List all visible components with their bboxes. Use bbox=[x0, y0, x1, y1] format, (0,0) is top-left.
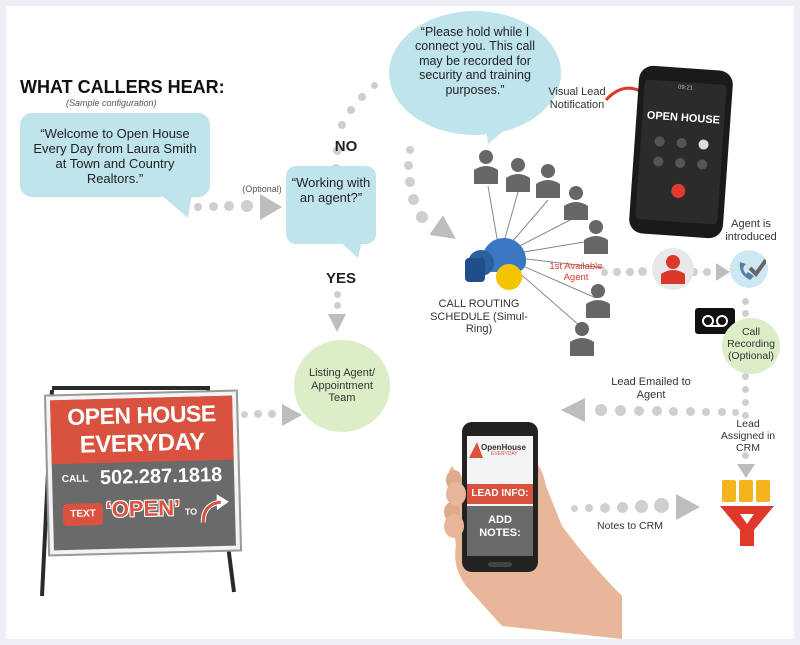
arrow-down-right-icon bbox=[430, 216, 456, 239]
person-icon bbox=[584, 220, 608, 254]
logo-main: OpenHouse bbox=[481, 443, 526, 452]
lead-info-bar: LEAD INFO: bbox=[467, 484, 533, 504]
listing-agent-label: Listing Agent/ Appointment Team bbox=[308, 367, 376, 405]
gear-icon bbox=[496, 264, 522, 290]
phone-time: 09:21 bbox=[677, 84, 694, 92]
notes-to-crm-label: Notes to CRM bbox=[597, 520, 663, 532]
hold-message-text: “Please hold while I connect you. This c… bbox=[415, 25, 535, 97]
sign-line2: EVERYDAY bbox=[79, 428, 206, 459]
available-agent-icon bbox=[652, 248, 694, 290]
thumb-graphic bbox=[444, 482, 466, 538]
first-available-label: 1st Available Agent bbox=[549, 261, 603, 283]
routing-label: CALL ROUTING SCHEDULE (Simul-Ring) bbox=[430, 298, 528, 336]
person-icon bbox=[536, 164, 560, 198]
welcome-speech-bubble: “Welcome to Open House Every Day from La… bbox=[20, 113, 210, 197]
turn-arrow-icon bbox=[200, 494, 229, 523]
arrow-right-listing-icon bbox=[282, 404, 302, 426]
yes-label: YES bbox=[325, 270, 356, 287]
sign-line1: OPEN HOUSE bbox=[66, 400, 216, 430]
arrow-down-icon bbox=[328, 314, 346, 332]
visual-lead-label: Visual Lead Notification bbox=[548, 86, 606, 111]
lead-assigned-label: Lead Assigned in CRM bbox=[720, 418, 776, 455]
welcome-bubble-tail bbox=[160, 194, 192, 218]
person-icon bbox=[506, 158, 530, 192]
welcome-text: “Welcome to Open House Every Day from La… bbox=[33, 126, 197, 186]
question-bubble-tail bbox=[338, 240, 362, 258]
no-label: NO bbox=[334, 138, 358, 155]
hold-bubble-tail bbox=[486, 124, 512, 144]
person-icon bbox=[570, 322, 594, 356]
sign-phone-number: 502.287.1818 bbox=[99, 463, 223, 490]
sign-keyword: ‘OPEN’ bbox=[105, 495, 181, 522]
lead-emailed-label: Lead Emailed to Agent bbox=[611, 376, 691, 401]
sign-panel: OPEN HOUSE EVERYDAY CALL 502.287.1818 TE… bbox=[45, 391, 241, 555]
arrow-left-icon bbox=[561, 398, 585, 422]
logo-sub: EVERYDAY bbox=[491, 451, 518, 457]
call-recording-circle: Call Recording (Optional) bbox=[722, 318, 780, 374]
arrow-right-large-icon bbox=[676, 494, 700, 520]
sign-text-word: TEXT bbox=[70, 508, 96, 520]
call-recording-label: Call Recording (Optional) bbox=[727, 326, 775, 363]
person-icon bbox=[474, 150, 498, 184]
add-notes-area[interactable]: ADD NOTES: bbox=[467, 506, 533, 556]
diagram-canvas: WHAT CALLERS HEAR: (Sample configuration… bbox=[6, 6, 794, 639]
diagram-subtitle: (Sample configuration) bbox=[66, 98, 157, 108]
add-notes-label: ADD NOTES: bbox=[479, 514, 521, 539]
agent-introduced-label: Agent is introduced bbox=[725, 218, 777, 243]
arrow-right-small-icon bbox=[716, 263, 730, 281]
sign-call-word: CALL bbox=[61, 473, 89, 486]
arrow-down-small-icon bbox=[737, 464, 755, 478]
person-icon bbox=[564, 186, 588, 220]
person-icon bbox=[586, 284, 610, 318]
end-call-icon bbox=[670, 183, 686, 199]
hold-message-bubble: “Please hold while I connect you. This c… bbox=[389, 11, 561, 135]
lead-info-label: LEAD INFO: bbox=[471, 488, 529, 499]
optional-label: (Optional) bbox=[242, 184, 282, 194]
phone-screen-title: OPEN HOUSE bbox=[646, 109, 721, 127]
openhouse-logo: OpenHouse EVERYDAY bbox=[469, 440, 531, 464]
text-bubble-icon: TEXT bbox=[62, 503, 104, 527]
mobile-phone: OpenHouse EVERYDAY LEAD INFO: ADD NOTES: bbox=[462, 422, 538, 572]
phone-check-icon bbox=[730, 250, 768, 288]
arrow-right-icon bbox=[260, 194, 282, 220]
agent-question-bubble: “Working with an agent?” bbox=[286, 166, 376, 244]
smartphone-notification: 09:21 OPEN HOUSE bbox=[628, 64, 734, 240]
diagram-title: WHAT CALLERS HEAR: bbox=[20, 77, 225, 97]
listing-agent-circle: Listing Agent/ Appointment Team bbox=[294, 340, 390, 432]
agent-question-text: “Working with an agent?” bbox=[291, 175, 371, 205]
